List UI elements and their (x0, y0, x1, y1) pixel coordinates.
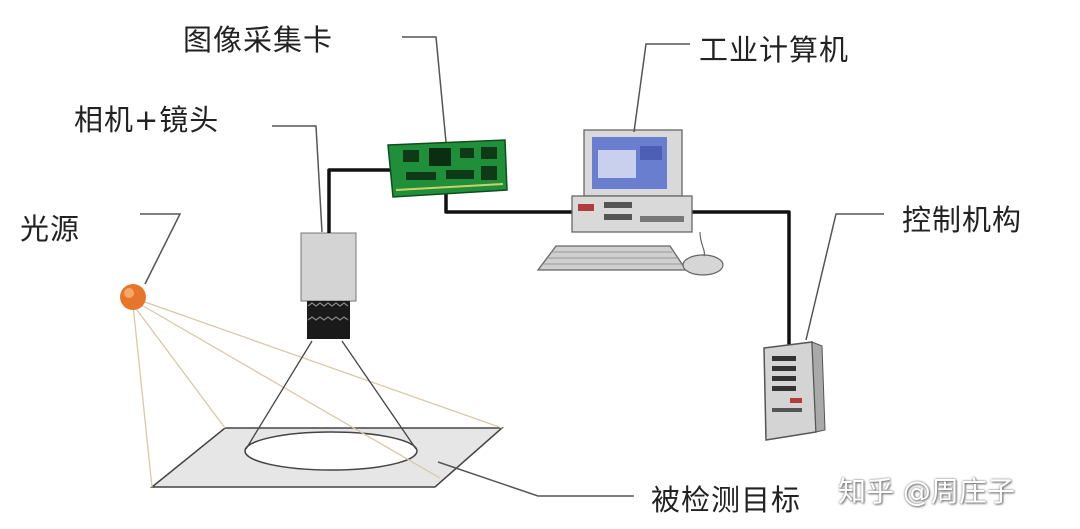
label-inspection-target: 被检测目标 (651, 477, 801, 519)
label-industrial-computer: 工业计算机 (699, 27, 849, 69)
control-unit (764, 342, 825, 440)
image-capture-card (388, 140, 507, 197)
light-source (120, 284, 146, 310)
label-image-capture-card: 图像采集卡 (183, 17, 333, 59)
label-light-source: 光源 (20, 206, 80, 248)
target-plate (152, 428, 502, 487)
watermark: 知乎 @周庄子 (838, 470, 1015, 510)
label-control-unit: 控制机构 (902, 197, 1022, 239)
camera-with-lens (301, 233, 356, 339)
industrial-computer (538, 130, 723, 275)
label-camera-lens: 相机+镜头 (74, 97, 219, 139)
